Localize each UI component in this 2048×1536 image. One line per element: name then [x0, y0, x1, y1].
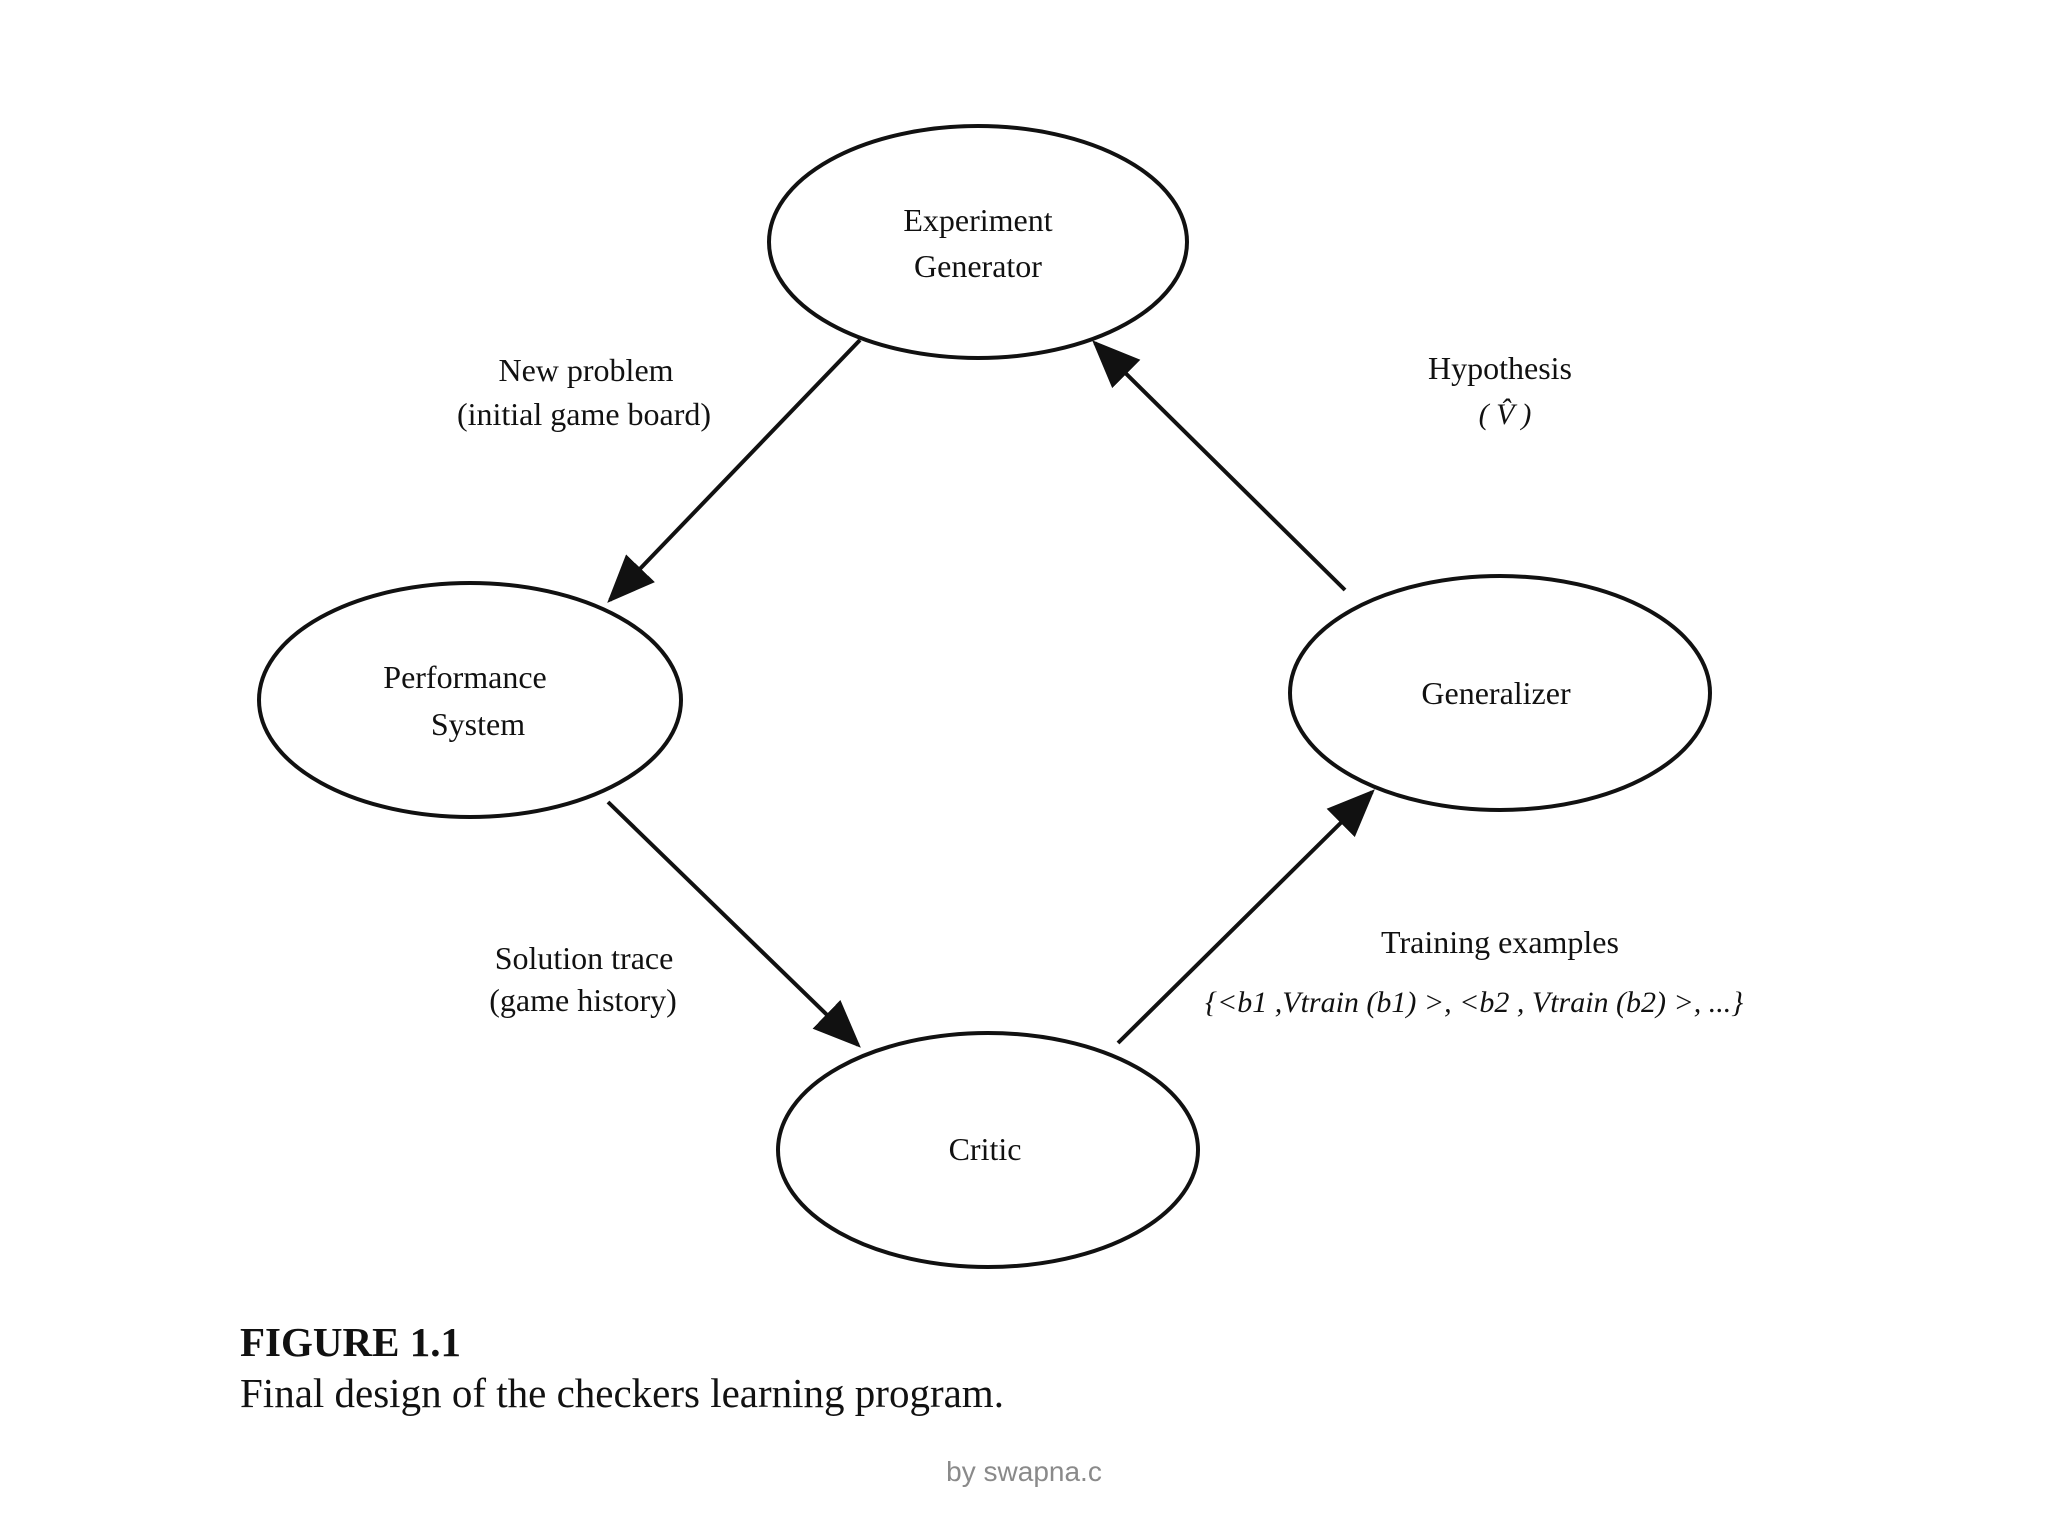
experiment-generator-label-line2: Generator: [914, 248, 1042, 284]
solution-trace-label: Solution trace (game history): [489, 940, 677, 1018]
performance-system-node: Performance System: [257, 581, 683, 819]
hypothesis-label-line2: ( V̂ ): [1479, 398, 1532, 431]
training-examples-label-line2: {<b1 ,Vtrain (b1) >, <b2 , Vtrain (b2) >…: [1205, 986, 1743, 1019]
training-examples-label-line1: Training examples: [1381, 924, 1619, 960]
generalizer-ellipse: [1288, 574, 1712, 812]
new-problem-label-line2: (initial game board): [457, 396, 711, 432]
solution-trace-label-line2: (game history): [489, 982, 677, 1018]
training-examples-label: Training examples {<b1 ,Vtrain (b1) >, <…: [1205, 924, 1743, 1019]
figure-caption-title: FIGURE 1.1: [240, 1319, 461, 1365]
footer-attribution: by swapna.c: [946, 1456, 1102, 1487]
arrow-generalizer-to-experiment: [1092, 340, 1347, 592]
critic-node: Critic: [776, 1031, 1200, 1269]
experiment-generator-ellipse: [767, 124, 1189, 360]
critic-ellipse: [776, 1031, 1200, 1269]
arrow-performance-to-critic: [606, 800, 861, 1048]
performance-system-label-line2: System: [431, 706, 525, 742]
experiment-generator-node: Experiment Generator: [767, 124, 1189, 360]
figure-caption-text: Final design of the checkers learning pr…: [240, 1370, 1004, 1416]
generalizer-label: Generalizer: [1421, 675, 1571, 711]
performance-system-ellipse: [257, 581, 683, 819]
solution-trace-label-line1: Solution trace: [495, 940, 674, 976]
figure-caption: FIGURE 1.1 Final design of the checkers …: [240, 1318, 1640, 1420]
experiment-generator-label-line1: Experiment: [903, 202, 1052, 238]
new-problem-label: New problem (initial game board): [457, 352, 711, 432]
critic-label: Critic: [949, 1131, 1022, 1167]
arrow-critic-to-generalizer: [1116, 789, 1375, 1045]
hypothesis-label-line1: Hypothesis: [1428, 350, 1572, 386]
new-problem-label-line1: New problem: [498, 352, 673, 388]
performance-system-label-line1: Performance: [383, 659, 546, 695]
generalizer-node: Generalizer: [1288, 574, 1712, 812]
hypothesis-label: Hypothesis ( V̂ ): [1428, 350, 1572, 431]
arrow-experiment-to-performance: [607, 338, 862, 603]
